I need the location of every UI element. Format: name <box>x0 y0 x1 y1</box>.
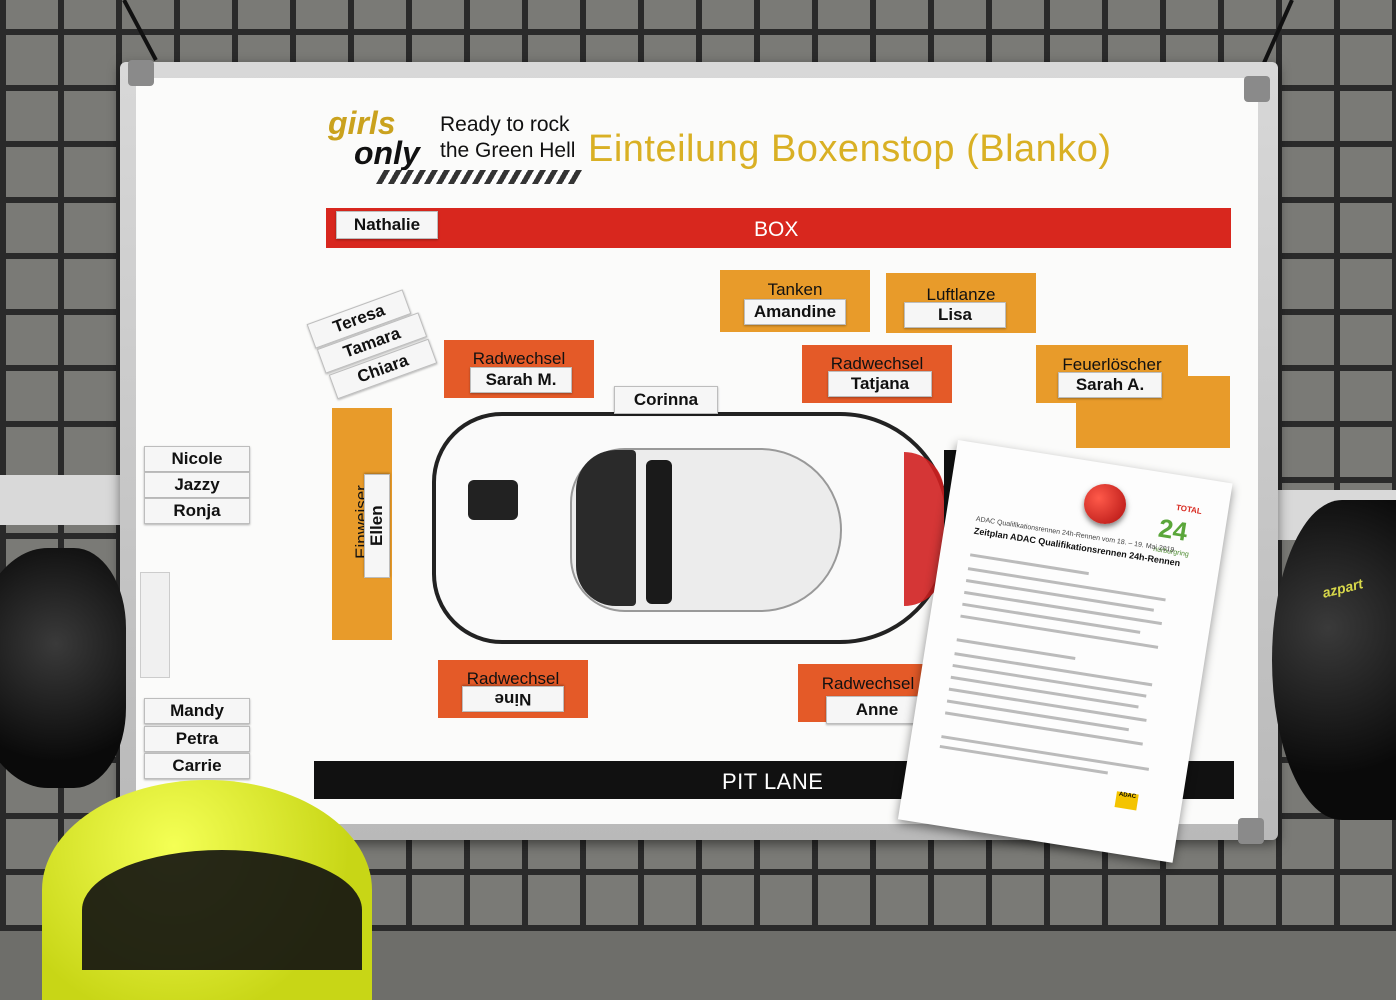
checkered-flag-stripe <box>375 170 583 184</box>
zone-radwechsel-rr-label: Radwechsel <box>821 674 915 693</box>
tag-jazzy[interactable]: Jazzy <box>144 472 250 498</box>
zone-tanken-label: Tanken <box>767 280 823 299</box>
frame-corner-br <box>1238 818 1264 844</box>
box-bar: BOX <box>326 208 1231 248</box>
tag-nicole[interactable]: Nicole <box>144 446 250 472</box>
helmet-right: azpart <box>1272 500 1396 820</box>
zone-luftlanze-label: Luftlanze <box>926 285 996 304</box>
tag-nine[interactable]: Nine <box>462 686 564 712</box>
board-title: Einteilung Boxenstop (Blanko) <box>588 128 1112 170</box>
girls-only-logo: girls only <box>328 105 420 171</box>
schedule-paper: TOTAL 24 nürburgring ADAC Qualifikations… <box>897 440 1233 863</box>
tag-anne[interactable]: Anne <box>826 696 928 724</box>
pit-lane-label: PIT LANE <box>722 769 824 794</box>
tag-lisa[interactable]: Lisa <box>904 302 1006 328</box>
tag-ellen[interactable]: Ellen <box>364 474 390 578</box>
zone-radwechsel-rl-label: Radwechsel <box>466 669 560 688</box>
shelf-left <box>0 475 140 525</box>
zone-radwechsel-fr-label: Radwechsel <box>830 354 924 373</box>
logo-line1: girls <box>328 105 396 141</box>
tag-mandy[interactable]: Mandy <box>144 698 250 724</box>
paper-24h-logo: 24 <box>1156 512 1190 547</box>
race-car-diagram <box>432 412 950 644</box>
helmet-yellow <box>42 780 372 1000</box>
tag-petra[interactable]: Petra <box>144 726 250 752</box>
car-hood-vent <box>468 480 518 520</box>
tag-corinna[interactable]: Corinna <box>614 386 718 414</box>
car-windscreen <box>576 450 636 606</box>
tag-sarah-a[interactable]: Sarah A. <box>1058 372 1162 398</box>
zone-feuerloescher-label: Feuerlöscher <box>1062 355 1162 374</box>
tag-carrie[interactable]: Carrie <box>144 753 250 779</box>
paper-adac-logo: ADAC <box>1114 791 1139 811</box>
frame-corner-tl <box>128 60 154 86</box>
zone-radwechsel-fl-label: Radwechsel <box>472 349 566 368</box>
slogan-line2: the Green Hell <box>440 139 576 162</box>
tag-sarah-m[interactable]: Sarah M. <box>470 367 572 393</box>
handwritten-card <box>140 572 170 678</box>
tag-ronja[interactable]: Ronja <box>144 498 250 524</box>
car-roof-stripe <box>646 460 672 604</box>
tag-amandine[interactable]: Amandine <box>744 299 846 325</box>
helmet-brand-label: azpart <box>1320 575 1365 601</box>
paper-total-brand: TOTAL <box>1175 503 1203 516</box>
tag-nathalie[interactable]: Nathalie <box>336 211 438 239</box>
frame-corner-tr <box>1244 76 1270 102</box>
red-magnet[interactable] <box>1084 484 1126 524</box>
box-label: BOX <box>754 218 799 241</box>
slogan: Ready to rock the Green Hell <box>440 112 575 164</box>
slogan-line1: Ready to rock <box>440 113 570 136</box>
tag-tatjana[interactable]: Tatjana <box>828 371 932 397</box>
logo-line2: only <box>354 135 420 171</box>
helmet-left <box>0 548 126 788</box>
helmet-yellow-visor <box>82 850 362 970</box>
